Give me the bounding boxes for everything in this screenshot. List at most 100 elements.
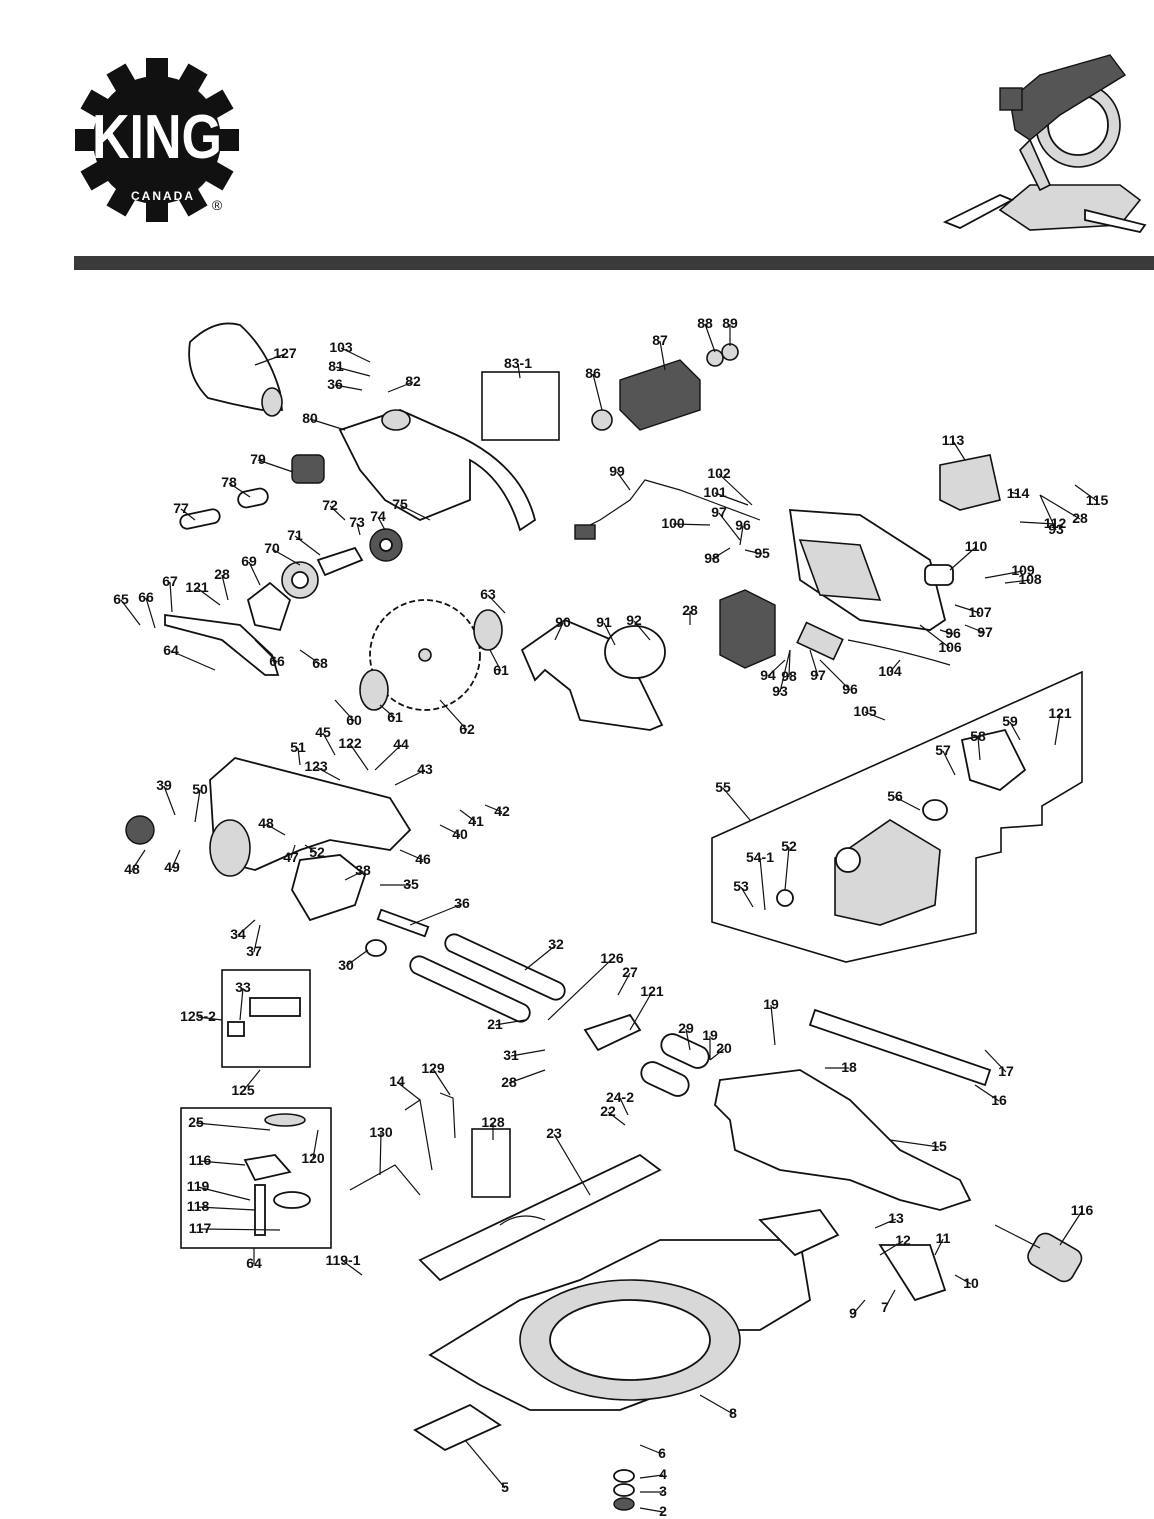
part-callout: 10 xyxy=(954,1274,979,1291)
part-callout: 11 xyxy=(934,1230,951,1256)
leader-line xyxy=(271,548,301,566)
leader-line xyxy=(304,844,318,854)
part-number-label: 116 xyxy=(1071,1202,1094,1218)
part-number-label: 108 xyxy=(1018,571,1042,587)
part-callout: 105 xyxy=(853,703,886,721)
part-number-label: 130 xyxy=(369,1124,393,1140)
part-callout: 6 xyxy=(639,1444,666,1461)
part-number-label: 77 xyxy=(173,500,189,516)
part-number-label: 33 xyxy=(235,979,251,995)
leader-line xyxy=(315,766,341,781)
leader-line xyxy=(409,903,463,926)
part-number-label: 106 xyxy=(938,639,962,655)
part-number-label: 45 xyxy=(315,724,331,740)
leader-line xyxy=(553,1133,591,1196)
part-number-label: 110 xyxy=(965,538,988,554)
part-number-label: 102 xyxy=(707,465,731,481)
part-callout: 21 xyxy=(487,1016,526,1032)
part-callout: 98 xyxy=(781,649,797,684)
part-callout: 41 xyxy=(459,809,484,829)
leader-line xyxy=(312,1129,319,1160)
part-callout: 36 xyxy=(409,895,470,926)
leader-line xyxy=(672,523,711,526)
part-number-label: 107 xyxy=(968,604,992,620)
leader-line xyxy=(889,1139,940,1148)
part-number-label: 12 xyxy=(895,1232,911,1248)
leader-line xyxy=(394,769,426,786)
part-number-label: 62 xyxy=(459,721,475,737)
part-number-label: 7 xyxy=(881,1299,889,1315)
leader-line xyxy=(237,919,256,936)
leader-line xyxy=(718,512,741,541)
part-callout: 32 xyxy=(524,936,564,971)
part-callout: 68 xyxy=(299,649,328,671)
part-number-label: 37 xyxy=(246,943,262,959)
part-number-label: 120 xyxy=(301,1150,325,1166)
part-number-label: 4 xyxy=(659,1466,667,1482)
part-callout: 27 xyxy=(617,964,638,996)
leader-line xyxy=(819,659,851,691)
part-callout: 87 xyxy=(652,332,668,371)
part-number-label: 104 xyxy=(878,663,902,679)
leader-line xyxy=(954,604,981,614)
leader-line xyxy=(196,587,221,606)
part-number-label: 57 xyxy=(935,742,951,758)
leader-line xyxy=(329,505,346,521)
leader-line xyxy=(335,366,371,377)
part-number-label: 128 xyxy=(481,1114,505,1130)
part-callout: 36 xyxy=(327,376,363,392)
leader-line xyxy=(954,1274,972,1285)
part-callout: 37 xyxy=(246,924,262,959)
part-number-label: 16 xyxy=(991,1092,1007,1108)
part-callout: 52 xyxy=(304,844,325,860)
leader-line xyxy=(639,1474,664,1479)
leader-line xyxy=(487,594,506,614)
part-number-label: 20 xyxy=(716,1040,732,1056)
part-number-label: 70 xyxy=(264,540,280,556)
leader-line xyxy=(253,924,261,953)
part-callout: 97 xyxy=(964,624,993,640)
part-callout: 67 xyxy=(162,573,178,613)
logo-sub: CANADA xyxy=(131,189,195,203)
part-callout: 128 xyxy=(481,1114,505,1140)
leader-line xyxy=(889,659,901,673)
saw-blade xyxy=(369,599,481,711)
part-number-label: 97 xyxy=(977,624,993,640)
leader-line xyxy=(949,546,977,571)
leader-line xyxy=(964,624,986,634)
part-callout: 82 xyxy=(387,373,421,393)
leader-line xyxy=(494,1019,526,1026)
part-callout: 12 xyxy=(879,1232,911,1256)
part-number-label: 14 xyxy=(389,1073,405,1089)
leader-line xyxy=(784,846,790,891)
part-callout: 127 xyxy=(254,345,297,366)
leader-line xyxy=(254,353,286,366)
part-callout: 44 xyxy=(374,736,409,771)
leader-line xyxy=(131,849,146,871)
part-callout: 96 xyxy=(735,517,751,546)
part-callout: 66 xyxy=(138,589,156,629)
leader-line xyxy=(685,1028,691,1051)
leader-line xyxy=(852,1299,866,1315)
detail-box-83-1 xyxy=(481,371,560,441)
leader-line xyxy=(484,804,503,813)
part-callout: 24-2 xyxy=(606,1089,634,1116)
leader-line xyxy=(704,323,716,353)
part-callout: 43 xyxy=(394,761,433,786)
part-callout: 57 xyxy=(935,742,956,776)
part-callout: 91 xyxy=(596,614,616,646)
part-number-label: 118 xyxy=(187,1198,210,1214)
part-callout: 123 xyxy=(304,758,341,781)
part-callout: 54-1 xyxy=(746,849,774,911)
part-number-label: 44 xyxy=(393,736,409,752)
part-callout: 30 xyxy=(338,949,369,973)
part-number-label: 48 xyxy=(124,861,140,877)
part-number-label: 119 xyxy=(187,1178,210,1194)
detail-box-24-2 xyxy=(471,1128,511,1198)
part-callout: 109 xyxy=(984,562,1035,579)
part-number-label: 88 xyxy=(697,315,713,331)
leader-line xyxy=(607,1111,626,1126)
leader-line xyxy=(169,581,173,613)
part-callout: 130 xyxy=(369,1124,393,1176)
part-callout: 125-2 xyxy=(180,1008,223,1024)
